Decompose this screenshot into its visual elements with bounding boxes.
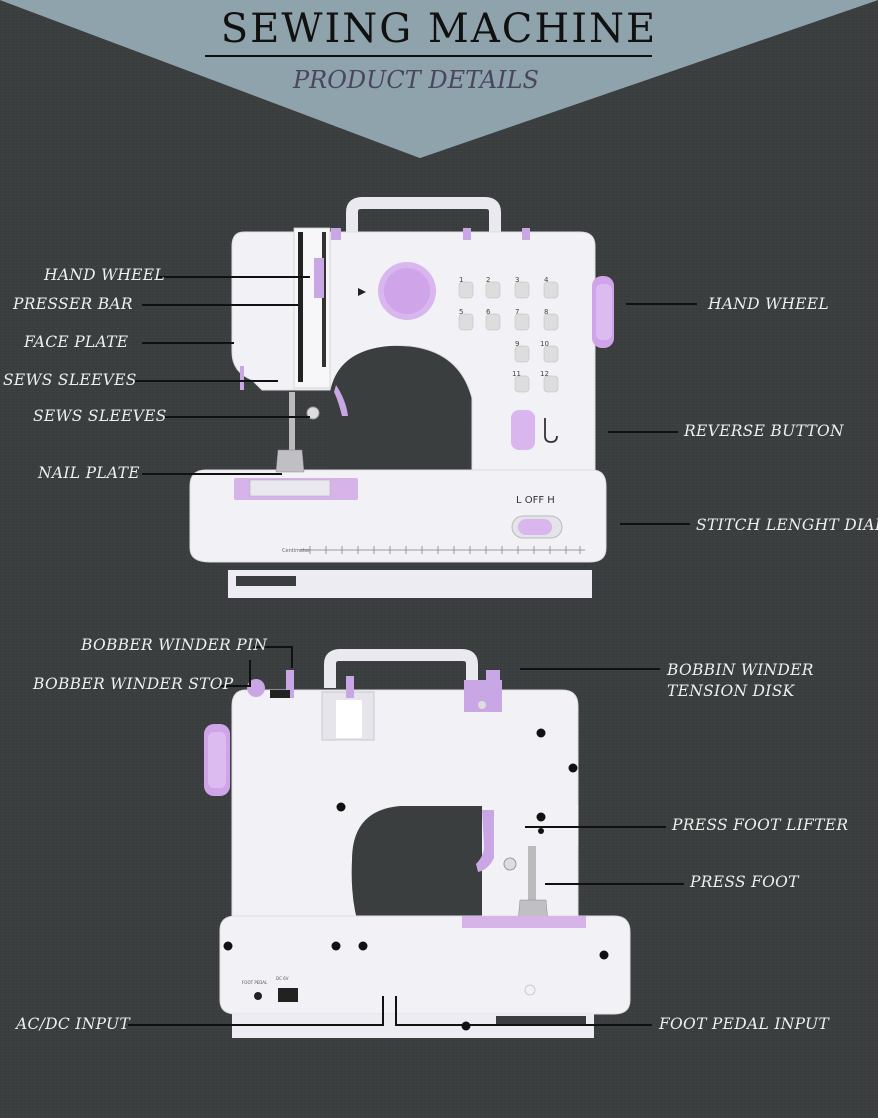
- label-bobber-winder-pin: BOBBER WINDER PIN: [81, 636, 268, 654]
- label-hand-wheel-right: HAND WHEEL: [708, 295, 829, 313]
- svg-text:FOOT PEDAL: FOOT PEDAL: [242, 980, 268, 985]
- label-stitch-length-dial: STITCH LENGHT DIAL: [696, 516, 878, 534]
- label-sews-sleeves-1: SEWS SLEEVES: [3, 371, 137, 389]
- label-bobber-winder-stop: BOBBER WINDER STOP: [33, 675, 234, 693]
- svg-text:3: 3: [515, 276, 519, 284]
- label-bobbin-winder-line2: TENSION DISK: [667, 682, 795, 700]
- svg-text:Centimeter: Centimeter: [282, 548, 311, 554]
- svg-text:8: 8: [544, 308, 548, 316]
- page-title: SEWING MACHINE: [220, 6, 658, 52]
- svg-text:5: 5: [459, 308, 463, 316]
- svg-text:12: 12: [540, 370, 549, 378]
- label-nail-plate: NAIL PLATE: [38, 464, 140, 482]
- svg-text:4: 4: [544, 276, 549, 284]
- header-banner: [0, 0, 878, 158]
- label-bobbin-winder-tension: BOBBIN WINDER TENSION DISK: [667, 660, 814, 702]
- svg-text:7: 7: [515, 308, 519, 316]
- svg-text:2: 2: [486, 276, 490, 284]
- svg-text:11: 11: [512, 370, 521, 378]
- label-press-foot-lifter: PRESS FOOT LIFTER: [672, 816, 849, 834]
- label-face-plate: FACE PLATE: [24, 333, 129, 351]
- label-ac-dc-input: AC/DC INPUT: [16, 1015, 131, 1033]
- svg-text:DC 6V: DC 6V: [276, 976, 289, 981]
- label-presser-bar: PRESSER BAR: [13, 295, 133, 313]
- label-bobbin-winder-line1: BOBBIN WINDER: [667, 661, 814, 679]
- label-hand-wheel-left: HAND WHEEL: [44, 266, 165, 284]
- page-subtitle: PRODUCT DETAILS: [292, 66, 539, 94]
- label-sews-sleeves-2: SEWS SLEEVES: [33, 407, 167, 425]
- label-foot-pedal-input: FOOT PEDAL INPUT: [659, 1015, 830, 1033]
- svg-text:9: 9: [515, 340, 519, 348]
- svg-text:6: 6: [486, 308, 491, 316]
- label-press-foot: PRESS FOOT: [690, 873, 799, 891]
- title-divider: [205, 55, 652, 57]
- svg-text:1: 1: [459, 276, 463, 284]
- svg-text:L OFF H: L OFF H: [516, 495, 555, 506]
- label-reverse-button: REVERSE BUTTON: [684, 422, 844, 440]
- svg-text:10: 10: [540, 340, 549, 348]
